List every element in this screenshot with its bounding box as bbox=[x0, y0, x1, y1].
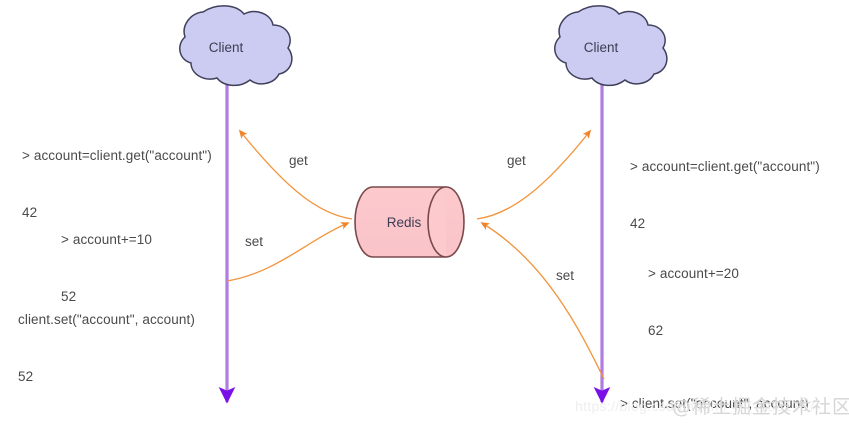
edge-label-get-right: get bbox=[507, 153, 526, 168]
cloud-shape-right bbox=[554, 5, 668, 87]
client-right-label: Client bbox=[584, 40, 619, 55]
node-client-left[interactable]: Client bbox=[179, 5, 293, 87]
edge-get-right-path bbox=[476, 129, 592, 220]
annotation-right-incr: > account+=20 62 bbox=[648, 226, 739, 378]
annotation-left-get-line2: 42 bbox=[22, 205, 38, 220]
node-redis[interactable]: Redis bbox=[354, 186, 465, 258]
annotation-left-set-line2: 52 bbox=[18, 369, 34, 384]
annotation-right-set-line1: > client.set("account", account) bbox=[620, 396, 809, 411]
annotation-left-get: > account=client.get("account") 42 bbox=[22, 108, 212, 260]
cloud-shape-left bbox=[179, 5, 293, 87]
edge-get-left-path bbox=[238, 129, 353, 220]
edge-label-set-right: set bbox=[556, 268, 574, 283]
watermark-juejin: @稀土掘金技术社区 bbox=[672, 396, 849, 418]
redis-cylinder-cap bbox=[427, 186, 447, 258]
edge-label-get-left: get bbox=[289, 153, 308, 168]
annotation-right-set: > client.set("account", account) 62 bbox=[620, 356, 809, 427]
annotation-right-get-line2: 42 bbox=[630, 216, 646, 231]
redis-label: Redis bbox=[387, 215, 422, 230]
edge-set-right-path bbox=[480, 222, 605, 380]
annotation-left-get-line1: > account=client.get("account") bbox=[22, 148, 212, 163]
node-client-right[interactable]: Client bbox=[554, 5, 668, 87]
edge-set-left-path bbox=[226, 222, 350, 282]
watermark-url: https://blog.csdn.net/hff_hff_1031757 bbox=[575, 398, 816, 414]
annotation-right-get: > account=client.get("account") 42 bbox=[630, 119, 820, 271]
annotation-left-set: client.set("account", account) 52 bbox=[18, 272, 195, 424]
annotation-left-incr: > account+=10 52 bbox=[61, 192, 152, 344]
annotation-left-incr-line1: > account+=10 bbox=[61, 232, 153, 247]
annotation-left-incr-line2: 52 bbox=[61, 289, 77, 304]
edge-label-set-left: set bbox=[245, 234, 263, 249]
client-left-label: Client bbox=[209, 40, 244, 55]
annotation-right-incr-line2: 62 bbox=[648, 323, 664, 338]
annotation-right-get-line1: > account=client.get("account") bbox=[630, 159, 820, 174]
annotation-left-set-line1: client.set("account", account) bbox=[18, 312, 195, 327]
annotation-right-incr-line1: > account+=20 bbox=[648, 266, 740, 281]
